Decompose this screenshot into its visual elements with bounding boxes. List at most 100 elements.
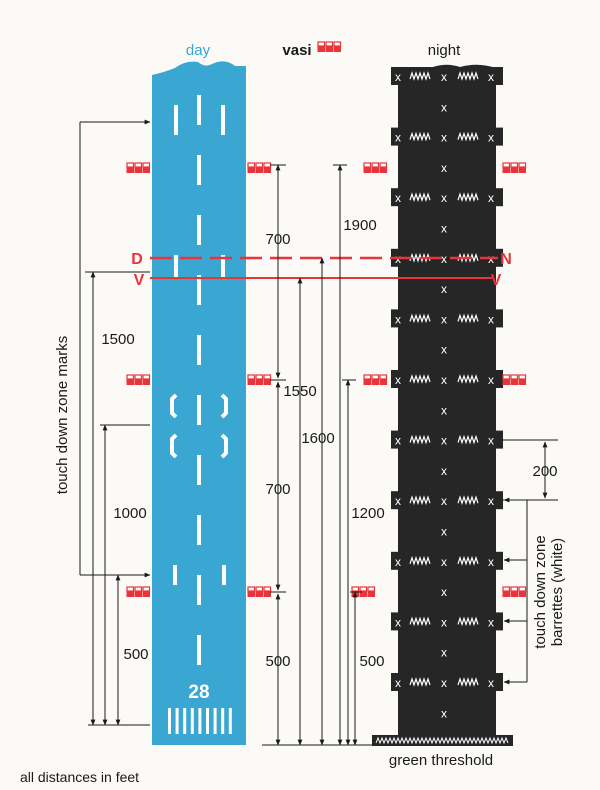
vasi-lamp-bottom bbox=[363, 379, 371, 385]
runway-light-x: x bbox=[395, 70, 401, 84]
footer-note: all distances in feet bbox=[20, 769, 139, 785]
vasi-lamp-bottom bbox=[371, 167, 379, 173]
barrette-icon bbox=[457, 192, 479, 203]
day-runway-markings bbox=[168, 95, 232, 734]
vasi-lamp-top bbox=[510, 162, 519, 168]
night-runway bbox=[398, 64, 496, 735]
runway-light-x: x bbox=[488, 434, 494, 448]
threshold-stripe bbox=[228, 708, 232, 734]
vasi-lamp-top bbox=[247, 374, 256, 380]
vasi-lamp-top bbox=[502, 162, 511, 168]
threshold-stripe bbox=[206, 708, 209, 734]
green-threshold-lights bbox=[375, 736, 509, 745]
vasi-lamp-top bbox=[379, 162, 388, 168]
runway-light-x: x bbox=[441, 222, 447, 236]
vasi-lamp-bottom bbox=[379, 379, 387, 385]
vasi-lamp-bottom bbox=[247, 591, 255, 597]
threshold-stripe bbox=[175, 708, 179, 734]
vasi-lamp-bottom bbox=[502, 591, 510, 597]
runway-number: 28 bbox=[188, 682, 209, 703]
vasi-lamp-bottom bbox=[134, 591, 142, 597]
threshold-stripe bbox=[183, 708, 187, 734]
vasi-lamp-top bbox=[510, 586, 519, 592]
centerline-dash bbox=[197, 155, 201, 185]
vasi-lamp-bottom bbox=[502, 379, 510, 385]
green-threshold-label: green threshold bbox=[389, 752, 493, 769]
centerline-dash bbox=[197, 455, 201, 485]
vasi-lamp-bottom bbox=[359, 591, 367, 597]
barrette-icon bbox=[409, 192, 431, 203]
runway-light-x: x bbox=[441, 131, 447, 145]
vasi-lamp-top bbox=[134, 586, 143, 592]
threshold-stripe bbox=[168, 708, 171, 734]
vasi-light-icon bbox=[363, 162, 388, 173]
dim-1200: 1200 bbox=[351, 505, 384, 522]
vasi-lamp-bottom bbox=[134, 167, 142, 173]
threshold-stripe bbox=[190, 708, 194, 734]
vasi-lamp-top bbox=[351, 586, 360, 592]
runway-light-x: x bbox=[395, 312, 401, 326]
runway-light-x: x bbox=[395, 131, 401, 145]
tdz-mark bbox=[174, 105, 178, 135]
runway-light-x: x bbox=[488, 191, 494, 205]
dim-1000: 1000 bbox=[113, 505, 146, 522]
vasi-lamp-top bbox=[510, 374, 519, 380]
vasi-lamp-bottom bbox=[518, 591, 526, 597]
tdz-mark bbox=[174, 255, 178, 277]
dim-700-top: 700 bbox=[265, 231, 290, 248]
vasi-light-icon bbox=[247, 162, 272, 173]
vasi-lamp-top bbox=[126, 374, 135, 380]
vasi-lamp-top bbox=[502, 374, 511, 380]
n-label: N bbox=[500, 251, 512, 268]
vasi-lamp-top bbox=[247, 162, 256, 168]
runway-light-x: x bbox=[441, 525, 447, 539]
runway-light-x: x bbox=[441, 100, 447, 114]
vasi-lamp-top bbox=[333, 41, 342, 47]
vasi-lamp-top bbox=[325, 41, 334, 47]
vasi-lamp-bottom bbox=[142, 379, 150, 385]
vasi-lamp-top bbox=[255, 374, 264, 380]
runway-light-x: x bbox=[488, 615, 494, 629]
vasi-lamp-bottom bbox=[263, 167, 271, 173]
light-row-edge bbox=[391, 67, 503, 85]
centerline-dash bbox=[197, 95, 201, 125]
centerline-dash bbox=[197, 575, 201, 605]
vasi-light-icon bbox=[363, 374, 388, 385]
barrette-icon bbox=[457, 495, 479, 506]
d-label: D bbox=[131, 251, 143, 268]
vasi-lamp-top bbox=[371, 374, 380, 380]
centerline-dash bbox=[197, 215, 201, 245]
vasi-light-icon bbox=[502, 586, 527, 597]
vasi-lamp-bottom bbox=[126, 379, 134, 385]
runway-light-x: x bbox=[488, 676, 494, 690]
vasi-lamp-bottom bbox=[255, 167, 263, 173]
threshold-stripe bbox=[221, 708, 225, 734]
centerline-dash bbox=[197, 515, 201, 545]
dim-200: 200 bbox=[532, 463, 557, 480]
runway-light-x: x bbox=[395, 615, 401, 629]
vasi-lamp-bottom bbox=[371, 379, 379, 385]
barrette-icon bbox=[457, 71, 479, 81]
runway-light-x: x bbox=[441, 555, 447, 569]
tdz-mark bbox=[170, 433, 178, 459]
vasi-lamp-top bbox=[263, 374, 272, 380]
threshold-stripe bbox=[198, 708, 202, 734]
vasi-lamp-top bbox=[379, 374, 388, 380]
dim-700-mid: 700 bbox=[265, 481, 290, 498]
vasi-lamp-top bbox=[255, 162, 264, 168]
tdz-mark bbox=[221, 255, 225, 277]
runway-light-x: x bbox=[441, 191, 447, 205]
barrette-icon bbox=[457, 313, 479, 324]
dim-1500: 1500 bbox=[101, 331, 134, 348]
runway-light-x: x bbox=[441, 70, 447, 84]
barrette-icon bbox=[457, 434, 479, 445]
light-row-edge bbox=[391, 551, 503, 570]
vasi-light-icon bbox=[502, 374, 527, 385]
dim-1600: 1600 bbox=[301, 430, 334, 447]
vasi-lamp-bottom bbox=[134, 379, 142, 385]
tdz-mark bbox=[221, 105, 225, 135]
barrette-icon bbox=[457, 131, 479, 142]
light-row-edge bbox=[391, 370, 503, 388]
v-right-label: V bbox=[491, 272, 502, 289]
